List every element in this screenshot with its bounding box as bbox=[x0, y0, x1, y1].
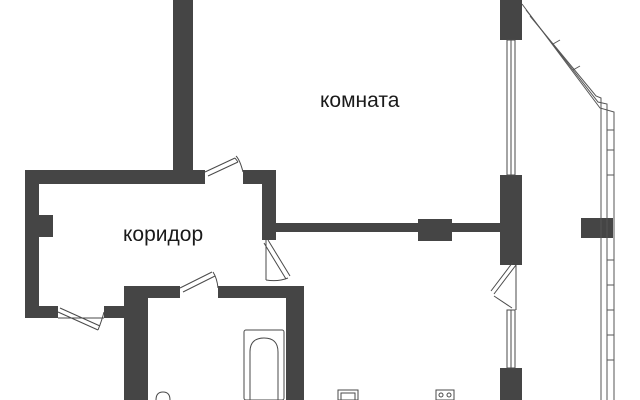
balcony-ticks bbox=[552, 39, 614, 361]
windows bbox=[506, 39, 516, 369]
door-balcony bbox=[490, 261, 517, 310]
kitchen-sink-icon bbox=[337, 389, 359, 400]
stove-icon bbox=[435, 389, 455, 400]
fixtures bbox=[155, 329, 455, 400]
wall-partition-pier bbox=[418, 219, 452, 241]
door-entrance bbox=[57, 307, 105, 331]
door-bathroom bbox=[179, 271, 219, 293]
wall-exterior-bottom bbox=[500, 368, 522, 400]
wall-balcony-pier bbox=[581, 218, 613, 238]
door-corridor-room bbox=[204, 155, 244, 177]
room-label-living: комната bbox=[320, 89, 400, 112]
wall-corridor-bottom-left bbox=[25, 306, 58, 318]
wall-bath-top-right bbox=[218, 286, 304, 298]
wall-exterior-top bbox=[500, 0, 522, 40]
balcony bbox=[521, 3, 615, 400]
doors bbox=[57, 155, 517, 331]
room-label-corridor: коридор bbox=[123, 223, 203, 246]
wall-corridor-left-pier bbox=[33, 215, 53, 237]
wall-partition bbox=[276, 223, 500, 232]
sink-icon bbox=[155, 391, 171, 400]
wall-room-left bbox=[173, 0, 193, 172]
bathtub-icon bbox=[243, 329, 285, 400]
wall-corridor-right bbox=[262, 170, 276, 240]
wall-bath-right bbox=[286, 286, 304, 400]
wall-corridor-top-left bbox=[25, 170, 205, 184]
wall-bath-left bbox=[124, 286, 148, 400]
wall-exterior-mid bbox=[500, 175, 522, 265]
door-corridor-kitchen bbox=[263, 239, 291, 282]
wall-bath-left-notch bbox=[104, 306, 126, 318]
wall-corridor-left bbox=[25, 170, 39, 318]
walls bbox=[25, 0, 613, 400]
